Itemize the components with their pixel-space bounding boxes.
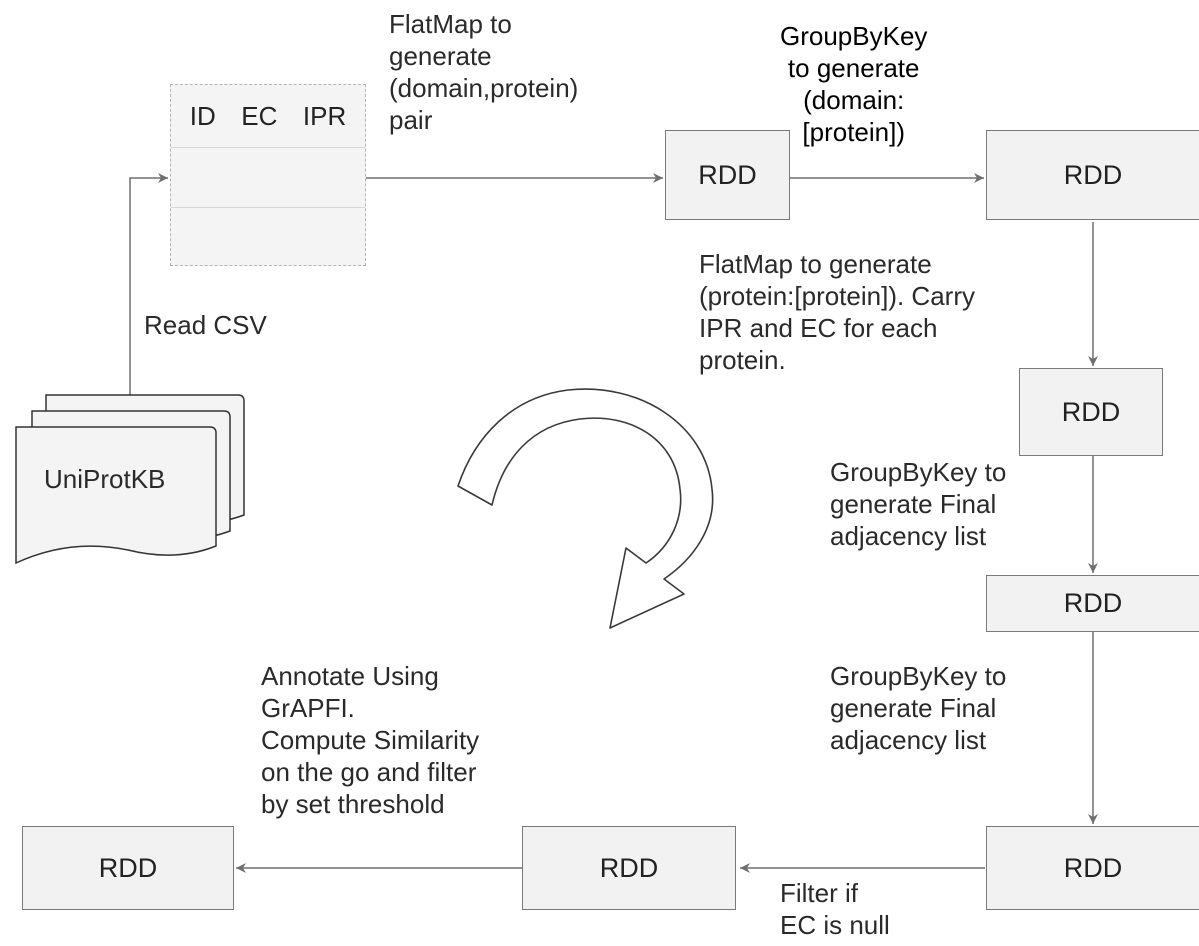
table-row-divider (171, 207, 365, 208)
label-line: pair (389, 105, 433, 135)
loop-arrow-icon (457, 388, 714, 629)
rdd-box-4: RDD (986, 575, 1199, 632)
label-filter-ec: Filter if EC is null (780, 877, 890, 941)
label-line: FlatMap to (389, 9, 512, 39)
rdd-box-7: RDD (22, 826, 234, 910)
label-line: GroupByKey to (830, 457, 1007, 487)
label-line: on the go and filter (261, 757, 477, 787)
rdd-box-3: RDD (1019, 368, 1163, 456)
label-line: (domain: (803, 85, 905, 115)
rdd-box-6: RDD (522, 826, 736, 910)
table-header-id: ID (189, 100, 216, 131)
label-line: GroupByKey to (830, 661, 1007, 691)
label-line: by set threshold (261, 789, 445, 819)
label-flatmap-pair: FlatMap to generate (domain,protein) pai… (389, 8, 578, 136)
label-line: FlatMap to generate (699, 249, 932, 279)
label-line: Annotate Using (261, 661, 439, 691)
label-line: (domain,protein) (389, 73, 579, 103)
table-row-divider (171, 147, 365, 148)
label-groupbykey-final-2: GroupByKey to generate Final adjacency l… (830, 660, 1006, 756)
table-header-ipr: IPR (302, 100, 347, 131)
label-line: Compute Similarity (261, 725, 480, 755)
rdd-box-1: RDD (665, 130, 790, 220)
uniprotkb-label: UniProtKB (44, 464, 166, 494)
arrow-read-csv (129, 173, 168, 395)
label-line: protein. (699, 345, 786, 375)
rdd-box-2: RDD (986, 130, 1199, 220)
label-line: EC is null (780, 910, 890, 940)
label-line: Read CSV (144, 310, 267, 340)
label-flatmap-protein: FlatMap to generate (protein:[protein]).… (699, 248, 975, 376)
rdd-box-5: RDD (986, 826, 1199, 910)
label-groupbykey-domain: GroupByKey to generate (domain: [protein… (780, 20, 927, 148)
label-line: GrAPFI. (261, 693, 355, 723)
label-line: [protein]) (802, 117, 905, 147)
label-line: adjacency list (830, 521, 987, 551)
table-header: ID EC IPR (171, 85, 365, 147)
csv-table: ID EC IPR (170, 84, 366, 266)
table-header-ec: EC (241, 100, 278, 131)
label-line: Filter if (780, 878, 858, 908)
database-documents-icon (15, 394, 245, 565)
label-line: adjacency list (830, 725, 987, 755)
label-line: generate (389, 41, 492, 71)
label-annotate: Annotate Using GrAPFI. Compute Similarit… (261, 660, 479, 820)
label-line: GroupByKey (780, 21, 928, 51)
label-line: generate Final (830, 489, 997, 519)
label-line: generate Final (830, 693, 997, 723)
label-line: (protein:[protein]). Carry (699, 281, 975, 311)
label-groupbykey-final-1: GroupByKey to generate Final adjacency l… (830, 456, 1006, 552)
label-read-csv: Read CSV (144, 309, 267, 341)
label-line: IPR and EC for each (699, 313, 938, 343)
label-line: to generate (787, 53, 920, 83)
